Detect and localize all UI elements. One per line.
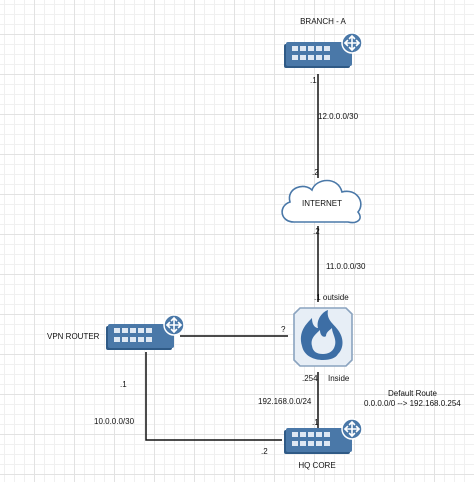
hq-upper-interface-label: .1	[312, 418, 319, 427]
firewall-vpn-interface-label: ?	[281, 325, 286, 334]
subnet-label: 10.0.0.0/30	[94, 417, 135, 426]
router-icon[interactable]	[104, 314, 188, 354]
router-icon[interactable]	[282, 32, 366, 72]
branch-interface-label: .1	[310, 76, 317, 85]
vpn-router-label: VPN ROUTER	[47, 332, 100, 341]
default-route-title: Default Route	[388, 389, 437, 398]
subnet-label: 192.168.0.0/24	[258, 397, 312, 406]
firewall-inside-ip-label: .254	[302, 374, 318, 383]
internet-label: INTERNET	[302, 199, 342, 208]
internet-upper-interface-label: .2	[312, 168, 319, 177]
cloud-icon	[281, 179, 362, 224]
internet-lower-interface-label: .2	[313, 227, 320, 236]
router-icon[interactable]	[282, 418, 366, 458]
default-route-text: 0.0.0.0/0 --> 192.168.0.254	[364, 399, 461, 408]
firewall-flame-icon[interactable]	[288, 302, 358, 372]
firewall-inside-label: Inside	[328, 374, 350, 383]
hq-left-interface-label: .2	[261, 447, 268, 456]
subnet-label: 12.0.0.0/30	[318, 112, 359, 121]
hq-core-label: HQ CORE	[298, 461, 336, 470]
link-vpn-hq	[145, 352, 282, 441]
vpn-router-interface-label: .1	[120, 380, 127, 389]
subnet-label: 11.0.0.0/30	[326, 262, 366, 271]
branch-a-label: BRANCH - A	[300, 17, 346, 26]
firewall-outside-interface-label: .1 outside	[314, 293, 349, 302]
